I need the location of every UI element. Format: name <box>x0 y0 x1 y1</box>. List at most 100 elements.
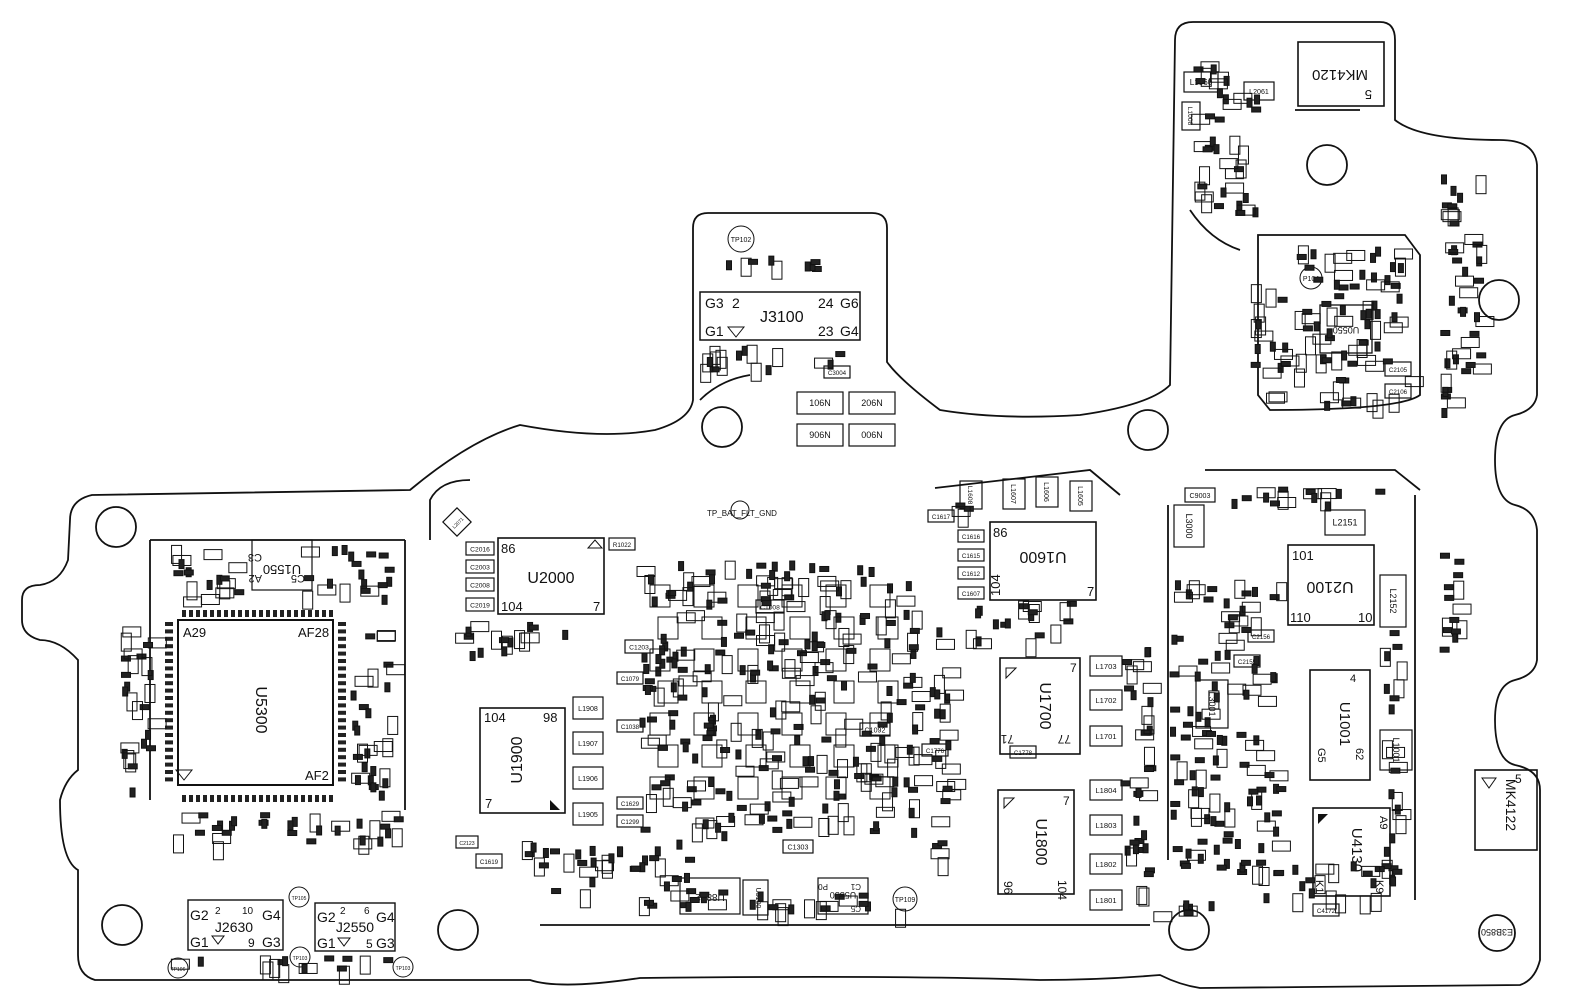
passive-label: C3004 <box>828 370 847 377</box>
passive-c1203: C1203 <box>624 639 654 654</box>
mk4122-label: MK4122 <box>1503 779 1519 831</box>
passive-label: 206N <box>861 398 883 408</box>
passive-label: C2019 <box>470 603 490 610</box>
u1600-label: U1600 <box>1019 548 1066 565</box>
passive-label: C1092 <box>865 727 886 735</box>
passive-label: 006N <box>861 430 883 440</box>
svg-text:7: 7 <box>485 796 492 811</box>
svg-text:96: 96 <box>1001 881 1015 895</box>
passive-l1801: L1801 <box>1089 889 1123 911</box>
passive-c2106: C2106 <box>1384 383 1412 399</box>
passive-c2016: C2016 <box>465 541 495 556</box>
passive-label: L1008 <box>1186 107 1193 126</box>
passive-label: C2106 <box>1389 389 1408 396</box>
u1550-chip: U1550 C3 A2 C5 <box>248 539 313 591</box>
passive-l1905: L1905 <box>572 802 604 826</box>
e3b850-label: E3B850 <box>1478 914 1516 952</box>
passive-label: C2016 <box>470 547 490 554</box>
passive-c1629: C1629 <box>616 796 644 810</box>
u2100-label: U2100 <box>1306 578 1353 595</box>
passive-l1702: L1702 <box>1089 689 1123 711</box>
passive-label: C1303 <box>788 844 809 852</box>
passive-label: C2156 <box>1252 634 1271 641</box>
svg-text:7: 7 <box>1087 584 1094 599</box>
passive-c1038: C1038 <box>616 719 644 733</box>
passive-l3000: L3000 <box>1173 504 1205 548</box>
svg-text:C5: C5 <box>850 904 861 913</box>
svg-text:24: 24 <box>818 295 834 311</box>
passive-label: 106N <box>809 398 831 408</box>
passive-c1607: C1607 <box>957 586 985 600</box>
svg-text:5: 5 <box>1515 772 1522 786</box>
svg-text:98: 98 <box>543 710 557 725</box>
u5300-pin-label: A29 <box>183 625 206 640</box>
u4130-label: U4130 <box>1348 828 1365 872</box>
passive-label: L1001 <box>1391 737 1401 762</box>
mount-hole <box>437 909 479 951</box>
svg-text:2: 2 <box>340 906 346 917</box>
u0550-label: U0550 <box>1333 325 1360 335</box>
mount-hole <box>701 406 743 448</box>
u1800-chip: 7 96 104 U1800 <box>997 789 1075 900</box>
passive-c2105: C2105 <box>1384 361 1412 377</box>
board-outline <box>21 21 1541 989</box>
passive-r106: 106N <box>796 391 844 415</box>
mount-hole <box>1127 409 1169 451</box>
svg-text:4: 4 <box>1350 673 1356 685</box>
u5300-label: U5300 <box>252 686 269 733</box>
test-points: TP102 P104 TP109 TP105 TP106 TP103 TP103… <box>167 225 1323 979</box>
j3100-label: J3100 <box>760 309 804 326</box>
small-pads <box>120 61 1495 985</box>
passive-label: C1038 <box>621 724 640 731</box>
passive-label: L3000 <box>1184 513 1194 538</box>
passive-label: L1605 <box>1076 486 1084 506</box>
passive-label: C1619 <box>480 859 499 866</box>
svg-text:G1: G1 <box>190 934 209 950</box>
passive-label: C9003 <box>1190 492 1211 500</box>
svg-text:P0: P0 <box>818 882 828 891</box>
passive-label: L2071 <box>452 516 466 530</box>
passive-c1617: C1617 <box>927 509 955 523</box>
svg-text:G3: G3 <box>376 935 395 951</box>
passive-l1803: L1803 <box>1089 814 1123 836</box>
passive-label: C1616 <box>962 534 981 541</box>
j2550-label: J2550 <box>336 919 374 935</box>
u5300-pin-label: AF28 <box>298 625 329 640</box>
passive-label: R1022 <box>613 542 632 549</box>
u1600-chip: 86 104 7 U1600 <box>988 521 1097 601</box>
svg-text:TP106: TP106 <box>171 967 186 973</box>
svg-text:C1: C1 <box>850 882 861 891</box>
passive-l1907: L1907 <box>572 731 604 755</box>
passive-label: L1703 <box>1095 662 1116 671</box>
passive-label: C1615 <box>962 553 981 560</box>
svg-text:A2: A2 <box>249 572 262 584</box>
mk4120-mic: MK4120 5 <box>1297 41 1385 107</box>
passive-l1804: L1804 <box>1089 779 1123 801</box>
passive-label: L1606 <box>1042 482 1050 502</box>
passive-label: C1778 <box>1014 750 1033 757</box>
svg-text:5: 5 <box>1365 87 1372 102</box>
passive-label: L1802 <box>1095 860 1116 869</box>
svg-text:A9: A9 <box>1377 816 1389 829</box>
passive-label: L1907 <box>578 740 598 748</box>
u5100-chip: U5100 <box>742 879 769 916</box>
svg-text:6: 6 <box>364 906 370 917</box>
svg-text:71: 71 <box>1000 732 1014 746</box>
u4130-chip: U4130 A9 K1 K9 <box>1312 807 1391 897</box>
passive-label: C2008 <box>470 583 490 590</box>
mk4120-label: MK4120 <box>1312 66 1368 83</box>
passive-c1778: C1778 <box>1009 745 1037 759</box>
u1900-chip: 104 98 7 U1900 <box>479 707 566 814</box>
passive-c9003: C9003 <box>1184 487 1216 503</box>
passive-l1802: L1802 <box>1089 853 1123 875</box>
u1001-chip: U1001 4 G5 62 <box>1309 669 1371 781</box>
svg-text:7: 7 <box>1063 794 1070 808</box>
svg-text:110: 110 <box>1290 610 1311 625</box>
passive-label: C2105 <box>1389 367 1408 374</box>
mk4122-mic: MK4122 5 <box>1474 769 1538 851</box>
passive-label: C2123 <box>459 841 474 847</box>
svg-text:C3: C3 <box>248 551 262 563</box>
passive-l1607: L1607 <box>1002 478 1026 510</box>
svg-text:G5: G5 <box>1315 748 1327 763</box>
passive-label: C2155 <box>1238 659 1257 666</box>
